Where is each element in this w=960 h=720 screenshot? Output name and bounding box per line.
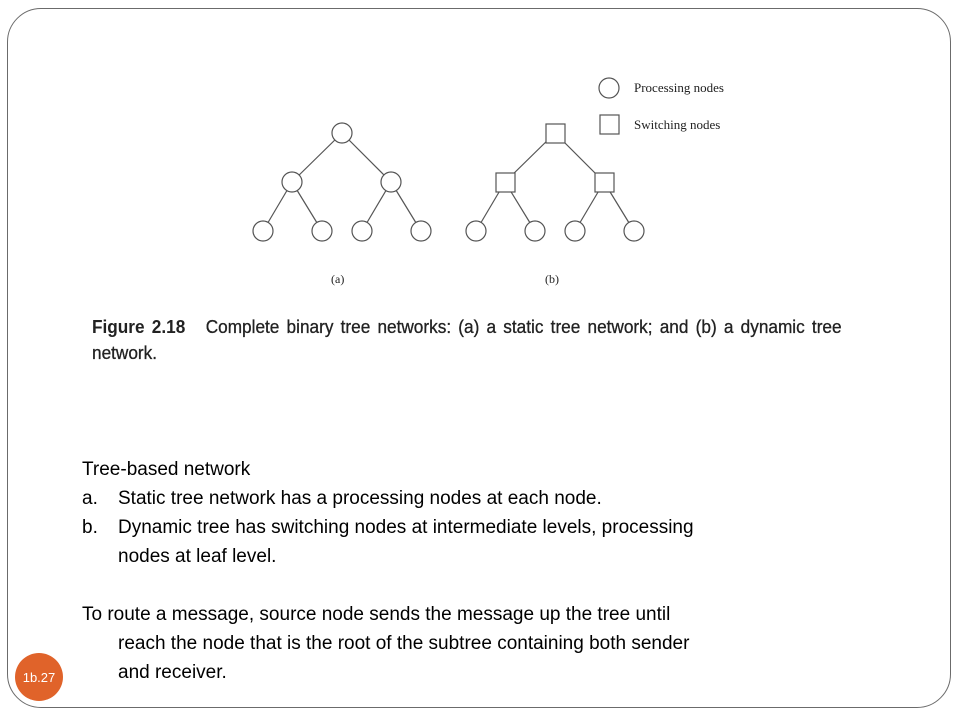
tree-b-switch-node: [594, 172, 615, 193]
list-marker: a.: [82, 488, 98, 509]
tree-a-leaf-node: [311, 220, 333, 242]
tree-a-leaf-node: [351, 220, 373, 242]
tree-a-edge: [341, 132, 392, 183]
list-item: a. Static tree network has a processing …: [82, 484, 872, 513]
tree-a-internal-node: [380, 171, 402, 193]
tree-b-leaf-node: [564, 220, 586, 242]
body-heading: Tree-based network: [82, 459, 251, 480]
slide-number-badge: 1b.27: [15, 653, 63, 701]
route-paragraph-line: and receiver.: [118, 662, 227, 683]
dynamic-tree: [465, 123, 645, 242]
list-marker: b.: [82, 517, 98, 538]
list-item-text-continued: nodes at leaf level.: [118, 546, 277, 567]
figure-caption-text: Complete binary tree networks: (a) a sta…: [92, 316, 842, 363]
route-paragraph-line: To route a message, source node sends th…: [82, 604, 671, 625]
figure-number: Figure 2.18: [92, 316, 186, 337]
tree-b-leaf-node: [465, 220, 487, 242]
tree-b-leaf-node: [623, 220, 645, 242]
tree-b-switch-node: [495, 172, 516, 193]
list-item: b. Dynamic tree has switching nodes at i…: [82, 513, 872, 542]
legend-processing-label: Processing nodes: [634, 80, 724, 95]
list-item-text: Dynamic tree has switching nodes at inte…: [118, 517, 694, 538]
legend-switching-label: Switching nodes: [634, 117, 721, 132]
tree-a-root-node: [331, 122, 353, 144]
subfigure-b-label: (b): [545, 272, 559, 286]
slide-frame: [7, 8, 951, 708]
tree-a-internal-node: [281, 171, 303, 193]
tree-b-root-switch: [545, 123, 566, 144]
slide-body: Tree-based network a. Static tree networ…: [82, 455, 872, 687]
tree-a-leaf-node: [252, 220, 274, 242]
legend-square-icon: [599, 114, 620, 135]
route-paragraph-line: reach the node that is the root of the s…: [118, 633, 690, 654]
subfigure-a-label: (a): [331, 272, 345, 286]
static-tree: [252, 122, 432, 242]
legend-circle-icon: [598, 77, 620, 99]
tree-a-leaf-node: [410, 220, 432, 242]
list-item-text: Static tree network has a processing nod…: [118, 488, 602, 509]
tree-a-edge: [291, 132, 343, 183]
tree-b-leaf-node: [524, 220, 546, 242]
